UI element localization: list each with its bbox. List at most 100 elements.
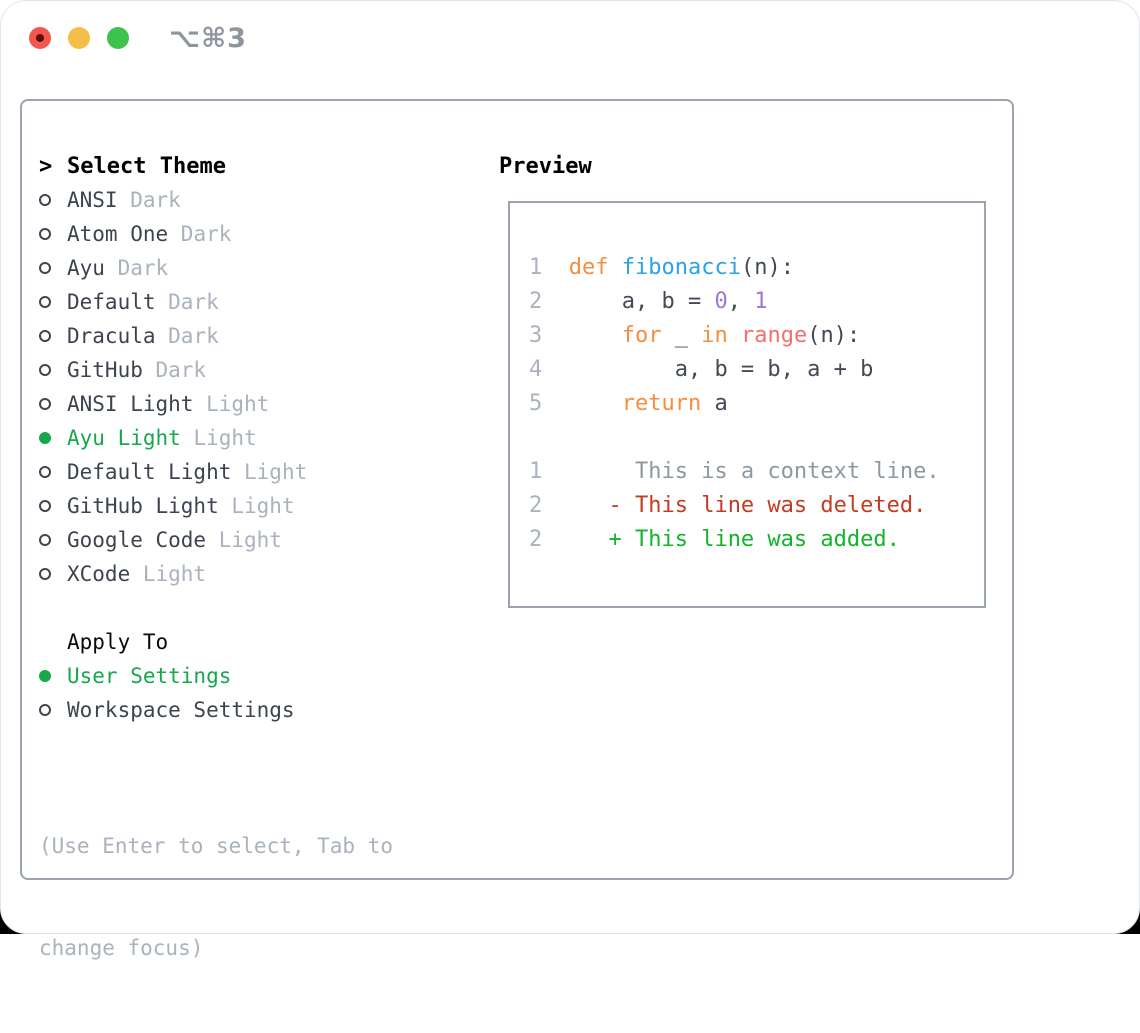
radio-unselected-icon [39, 296, 51, 308]
code-line [529, 420, 984, 454]
code-token: fibonacci [621, 254, 741, 280]
option-label: Ayu [67, 256, 105, 280]
option-variant-label: Dark [117, 188, 181, 212]
radio-marker [39, 432, 67, 444]
radio-marker [39, 568, 67, 580]
radio-marker [39, 296, 67, 308]
code-token: - This line was deleted. [568, 492, 927, 518]
radio-unselected-icon [39, 534, 51, 546]
radio-unselected-icon [39, 330, 51, 342]
code-line: 3 for _ in range(n): [529, 318, 984, 352]
code-token [728, 323, 741, 348]
titlebar: ⌥⌘3 [1, 1, 1139, 75]
radio-selected-icon [39, 432, 51, 444]
option-variant-label: Dark [155, 324, 219, 348]
theme-option-github[interactable]: GitHub Dark [39, 353, 479, 387]
theme-option-ayu[interactable]: Ayu Dark [39, 251, 479, 285]
radio-marker [39, 534, 67, 546]
apply-to-header-row: Apply To [39, 625, 479, 659]
line-number: 2 [529, 288, 569, 314]
apply-option-user-settings[interactable]: User Settings [39, 659, 479, 693]
code-token: _ [661, 322, 702, 348]
code-token: a, b = b, a + b [568, 356, 874, 382]
line-number: 4 [529, 356, 569, 382]
zoom-button[interactable] [107, 27, 129, 49]
option-label: User Settings [67, 664, 232, 688]
option-variant-label: Dark [104, 256, 169, 280]
option-variant-label: Light [206, 528, 282, 552]
option-label: GitHub Light [67, 494, 219, 518]
apply-to-title: Apply To [67, 630, 169, 654]
close-button[interactable] [29, 27, 51, 49]
code-token: range [740, 322, 808, 348]
option-label: ANSI [67, 188, 118, 212]
radio-unselected-icon [39, 364, 51, 376]
option-variant-label: Dark [168, 222, 232, 246]
code-line: 5 return a [529, 386, 984, 420]
apply-option-workspace-settings[interactable]: Workspace Settings [39, 693, 479, 727]
option-label: Workspace Settings [67, 698, 295, 722]
theme-option-github-light[interactable]: GitHub Light Light [39, 489, 479, 523]
theme-option-google-code[interactable]: Google Code Light [39, 523, 479, 557]
code-line: 1 def fibonacci(n): [529, 250, 984, 284]
radio-marker [39, 262, 67, 274]
radio-marker [39, 466, 67, 478]
radio-marker [39, 398, 67, 410]
radio-marker [39, 670, 67, 682]
spacer-row [39, 591, 479, 625]
theme-option-atom-one[interactable]: Atom One Dark [39, 217, 479, 251]
code-token: (n): [740, 254, 794, 280]
code-token [569, 323, 622, 348]
theme-option-default-light[interactable]: Default Light Light [39, 455, 479, 489]
radio-unselected-icon [39, 398, 51, 410]
radio-marker [39, 500, 67, 512]
option-variant-label: Light [130, 562, 207, 586]
code-token: + This line was added. [568, 526, 900, 552]
option-variant-label: Light [218, 494, 295, 518]
radio-unselected-icon [39, 704, 51, 716]
keyboard-hint-line1: (Use Enter to select, Tab to [39, 834, 394, 858]
option-variant-label: Light [180, 426, 257, 450]
theme-option-ansi[interactable]: ANSI Dark [39, 183, 479, 217]
option-variant-label: Dark [142, 358, 207, 382]
option-label: GitHub [67, 358, 143, 382]
radio-marker [39, 228, 67, 240]
radio-unselected-icon [39, 500, 51, 512]
code-line: 4 a, b = b, a + b [529, 352, 984, 386]
theme-picker-panel-border [20, 99, 1014, 880]
option-label: Ayu Light [67, 426, 181, 450]
radio-unselected-icon [39, 466, 51, 478]
option-variant-label: Light [231, 460, 308, 484]
option-label: Dracula [67, 324, 156, 348]
prompt-caret: > [39, 153, 53, 179]
code-token [569, 391, 622, 416]
theme-option-ayu-light[interactable]: Ayu Light Light [39, 421, 479, 455]
window-shortcut-label: ⌥⌘3 [169, 23, 247, 54]
close-button-dot-icon [36, 34, 44, 42]
keyboard-hint: (Use Enter to select, Tab to change focu… [39, 761, 479, 1033]
option-label: ANSI Light [67, 392, 194, 416]
theme-option-xcode[interactable]: XCode Light [39, 557, 479, 591]
code-token: , [727, 288, 755, 314]
radio-marker [39, 194, 67, 206]
theme-option-ansi-light[interactable]: ANSI Light Light [39, 387, 479, 421]
radio-marker [39, 330, 67, 342]
code-token: in [701, 322, 728, 348]
radio-selected-icon [39, 670, 51, 682]
code-token: for [621, 322, 662, 348]
code-token: (n): [807, 322, 861, 348]
minimize-button[interactable] [68, 27, 90, 49]
option-label: Google Code [67, 528, 207, 552]
radio-unselected-icon [39, 568, 51, 580]
code-token: def [568, 254, 622, 280]
spacer-row [39, 727, 479, 761]
theme-option-default[interactable]: Default Dark [39, 285, 479, 319]
option-variant-label: Light [193, 392, 270, 416]
theme-option-dracula[interactable]: Dracula Dark [39, 319, 479, 353]
option-variant-label: Dark [155, 290, 219, 314]
line-number: 1 [529, 458, 569, 484]
radio-unselected-icon [39, 262, 51, 274]
